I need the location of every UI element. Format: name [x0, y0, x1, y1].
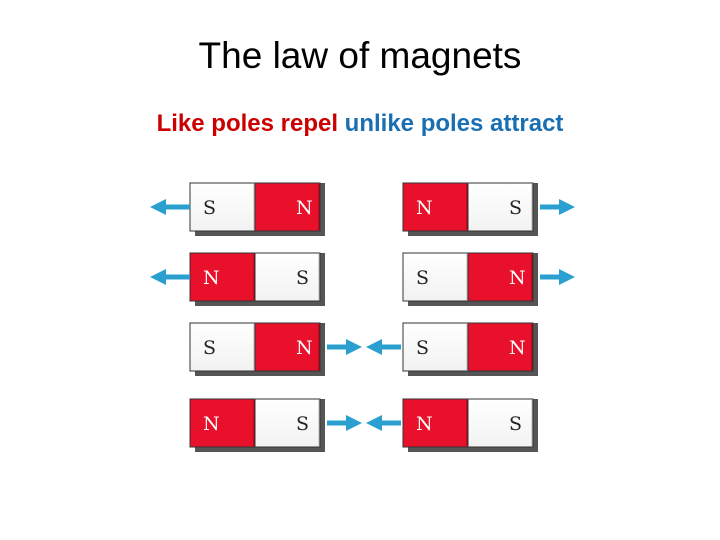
north-pole — [467, 252, 534, 302]
repel-arrow-right-icon — [540, 269, 575, 285]
south-pole — [189, 322, 256, 372]
pole-label: S — [509, 413, 522, 435]
pole-label: S — [509, 197, 522, 219]
pole-label: N — [509, 267, 526, 289]
repel-arrow-left-icon — [150, 269, 190, 285]
north-pole — [189, 252, 256, 302]
south-pole — [467, 182, 534, 232]
north-pole — [254, 322, 321, 372]
attract-arrow-left-icon — [366, 415, 401, 431]
pole-label: S — [296, 413, 309, 435]
pole-label: N — [509, 337, 526, 359]
south-pole — [402, 252, 469, 302]
pole-label: S — [416, 267, 429, 289]
pole-label: N — [203, 413, 220, 435]
north-pole — [402, 398, 469, 448]
pole-label: N — [416, 197, 433, 219]
pole-label: N — [296, 197, 313, 219]
attract-arrow-right-icon — [327, 415, 362, 431]
attract-arrow-right-icon — [327, 339, 362, 355]
south-pole — [467, 398, 534, 448]
south-pole — [402, 322, 469, 372]
pole-label: N — [416, 413, 433, 435]
repel-arrow-right-icon — [540, 199, 575, 215]
north-pole — [467, 322, 534, 372]
pole-label: S — [296, 267, 309, 289]
repel-arrow-left-icon — [150, 199, 190, 215]
subtitle-like-poles: Like poles repel — [156, 110, 338, 137]
south-pole — [254, 398, 321, 448]
north-pole — [254, 182, 321, 232]
subtitle-unlike-poles: unlike poles attract — [344, 110, 564, 137]
south-pole — [254, 252, 321, 302]
attract-arrow-left-icon — [366, 339, 401, 355]
north-pole — [402, 182, 469, 232]
south-pole — [189, 182, 256, 232]
pole-label: N — [203, 267, 220, 289]
page-title: The law of magnets — [198, 35, 522, 76]
subtitle: Like poles repel unlike poles attract — [0, 107, 720, 141]
pole-label: S — [416, 337, 429, 359]
pole-label: S — [203, 197, 216, 219]
pole-label: N — [296, 337, 313, 359]
north-pole — [189, 398, 256, 448]
pole-label: S — [203, 337, 216, 359]
